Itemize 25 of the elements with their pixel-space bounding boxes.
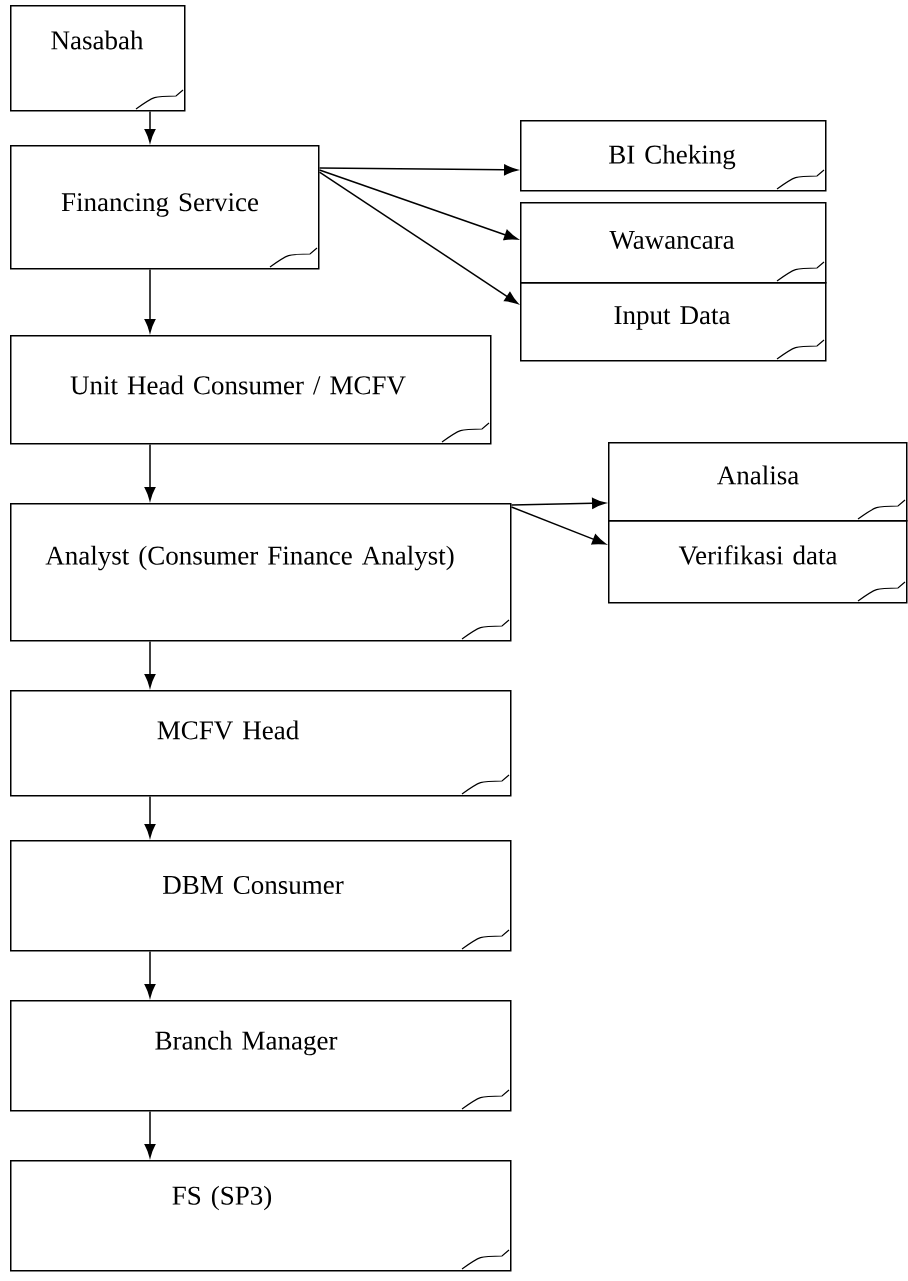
note-box: FS (SP3) — [10, 1160, 512, 1272]
note-box: DBM Consumer — [10, 840, 512, 952]
note-box: Wawancara — [520, 202, 827, 284]
arrow — [144, 110, 156, 143]
arrow — [510, 506, 606, 545]
note-box: Analisa — [608, 442, 908, 522]
note-box: Analyst (Consumer Finance Analyst) — [10, 503, 512, 642]
arrow — [510, 497, 606, 509]
note-box: BI Cheking — [520, 120, 827, 192]
arrow — [144, 795, 156, 838]
note-box: Unit Head Consumer / MCFV — [10, 335, 492, 445]
arrow — [144, 268, 156, 333]
arrow — [318, 164, 518, 176]
note-box: MCFV Head — [10, 690, 512, 797]
note-box: Verifikasi data — [608, 520, 908, 604]
arrow — [144, 443, 156, 501]
arrow — [318, 169, 518, 241]
note-box: Financing Service — [10, 145, 320, 270]
note-box: Nasabah — [10, 5, 186, 112]
arrow — [144, 1110, 156, 1158]
note-box: Branch Manager — [10, 1000, 512, 1112]
note-box: Input Data — [520, 282, 827, 362]
arrow — [144, 640, 156, 688]
arrow — [318, 171, 519, 305]
arrow — [144, 950, 156, 998]
